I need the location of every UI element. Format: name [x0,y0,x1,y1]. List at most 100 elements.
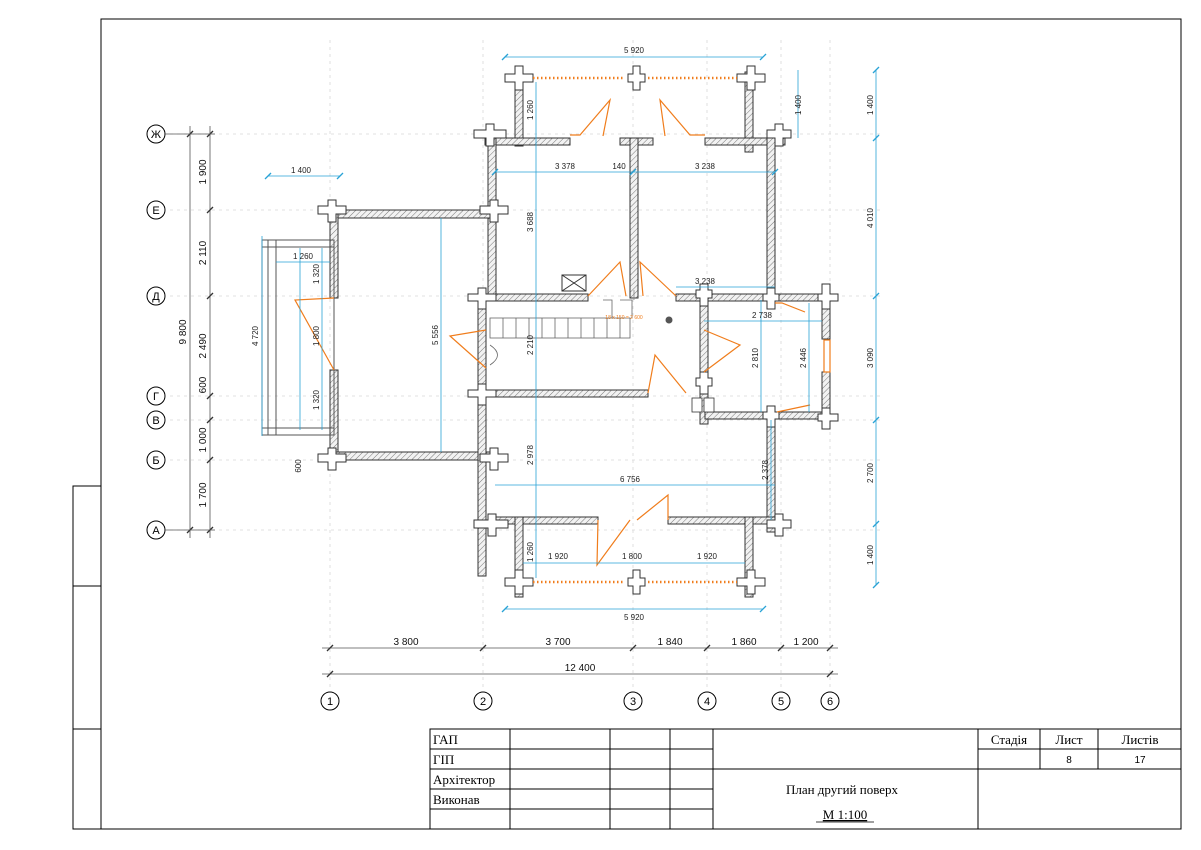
dim-top-partition: 140 [612,162,626,171]
axis-row-a: А [146,520,215,540]
dim-left-4720: 4 720 [251,325,260,346]
svg-text:Е: Е [152,205,159,217]
dim-left-room-5556: 5 556 [431,324,440,345]
stage-header: Стадія [991,732,1027,747]
row-axis-markers: Ж Е Д Г В Б А [146,124,215,540]
chain-bottom-4: 1 860 [731,637,756,648]
svg-text:Г: Г [153,391,159,403]
radiator-icon [691,397,715,413]
svg-text:2: 2 [480,696,486,708]
chain-texts: 3 800 3 700 1 840 1 860 1 200 12 400 1 9… [178,159,819,674]
dim-left-room-3688: 3 688 [526,211,535,232]
title-block [429,728,1182,830]
sheet-value: 8 [1066,755,1072,766]
axis-col-2: 2 [473,691,493,711]
axis-col-3: 3 [623,691,643,711]
axis-row-zh: Ж [146,124,215,144]
role-gip: ГІП [433,752,454,767]
svg-text:4: 4 [704,696,710,708]
dim-right-3090: 3 090 [866,347,875,368]
chain-ticks [186,130,834,678]
dim-right-room-2446: 2 446 [799,347,808,368]
dim-right-4010: 4 010 [866,207,875,228]
dim-right-room-2738: 2 738 [752,311,773,320]
role-architect: Архітектор [433,772,495,787]
stair-post [665,316,673,324]
dimension-lines [261,56,877,610]
axis-row-h: Г [146,386,166,406]
dimension-ticks [264,53,880,613]
chain-left-4: 600 [198,376,209,393]
stair-label: 18 x 150 = 2 600 [605,315,643,321]
dim-left-600: 600 [294,459,303,473]
role-executor: Виконав [433,792,480,807]
dim-right-room-2810: 2 810 [751,347,760,368]
sheets-value: 17 [1134,755,1146,766]
col-axis-markers: 1 2 3 4 5 6 [320,691,840,711]
axis-row-b: Б [146,450,166,470]
chain-left-1: 1 900 [198,159,209,184]
chimney-icon [561,274,587,292]
dimension-texts: 5 920 3 378 140 3 238 3 238 2 738 6 756 … [251,46,875,622]
axis-row-v: В [146,410,166,430]
overall-bottom: 12 400 [565,663,596,674]
chain-dimensions [189,126,838,675]
chain-bottom-1: 3 800 [393,637,418,648]
svg-text:Ж: Ж [151,129,161,141]
dim-bottom-1920-right: 1 920 [697,552,718,561]
role-gap: ГАП [433,732,458,747]
chain-left-5: 1 000 [198,427,209,452]
dim-top-room-right: 3 238 [695,162,716,171]
svg-text:3: 3 [630,696,636,708]
dim-left-1800: 1 800 [312,325,321,346]
overall-left: 9 800 [178,319,189,344]
stair [489,299,673,366]
log-corners [317,65,839,595]
dim-left-1400: 1 400 [291,166,312,175]
axis-row-ye: Е [146,200,166,220]
svg-text:В: В [152,415,159,427]
dim-left-1320-top: 1 320 [312,263,321,284]
chain-bottom-3: 1 840 [657,637,682,648]
chain-bottom-5: 1 200 [793,637,818,648]
wall-north-upper [484,137,571,146]
chain-left-3: 2 490 [198,333,209,358]
chain-left-6: 1 700 [198,482,209,507]
dim-left-1320-bottom: 1 320 [312,389,321,410]
dim-left-1260: 1 260 [293,252,314,261]
dim-bay-top-1400: 1 400 [794,94,803,115]
dim-top-room-left: 3 378 [555,162,576,171]
dim-lower-2978: 2 978 [526,444,535,465]
walls [329,71,832,598]
left-balcony [261,239,335,436]
dim-right-1400-top: 1 400 [866,94,875,115]
axis-col-6: 6 [820,691,840,711]
sheet-header: Лист [1055,732,1083,747]
svg-text:5: 5 [778,696,784,708]
dim-bay-bottom-1260: 1 260 [526,541,535,562]
wall-left-wing [329,209,491,219]
svg-text:1: 1 [327,696,333,708]
chain-bottom-2: 3 700 [545,637,570,648]
axis-row-d: Д [146,286,166,306]
dim-lower-6756: 6 756 [620,475,641,484]
dim-top-overall: 5 920 [624,46,645,55]
axis-col-5: 5 [771,691,791,711]
drawing-scale: М 1:100 [823,807,867,822]
axis-col-4: 4 [697,691,717,711]
axis-col-1: 1 [320,691,340,711]
chain-left-2: 2 110 [198,240,209,265]
svg-text:Д: Д [152,291,160,303]
balcony-rails [533,76,737,584]
svg-text:6: 6 [827,696,833,708]
dim-bay-top-1260: 1 260 [526,99,535,120]
dim-bottom-overall: 5 920 [624,613,645,622]
dim-right-2700: 2 700 [866,462,875,483]
dim-lower-2378: 2 378 [761,459,770,480]
dim-right-1400-bottom: 1 400 [866,544,875,565]
dim-bottom-1800: 1 800 [622,552,643,561]
title-block-text: ГАП ГІП Архітектор Виконав Стадія Лист Л… [433,732,1158,822]
svg-text:Б: Б [152,455,159,467]
svg-text:А: А [152,525,160,537]
